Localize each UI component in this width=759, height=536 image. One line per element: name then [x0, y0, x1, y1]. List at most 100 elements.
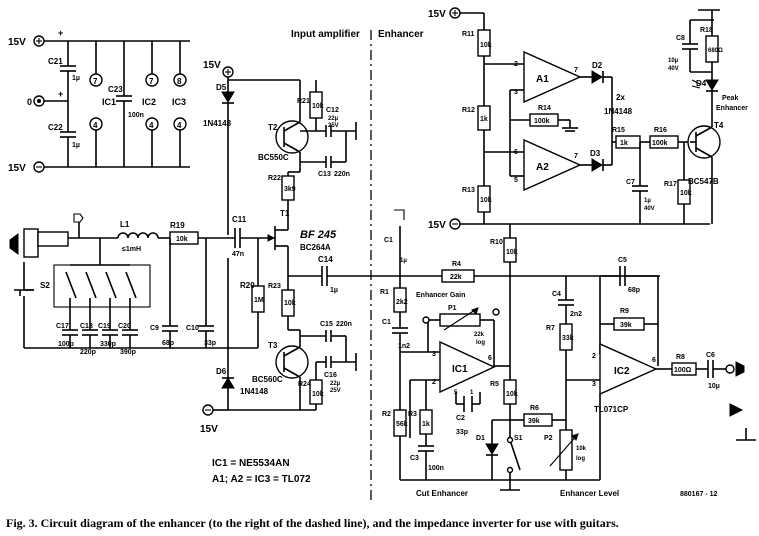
svg-text:BC547B: BC547B [688, 177, 719, 186]
supply-pos-label: 15V [8, 37, 26, 48]
svg-text:1µ: 1µ [400, 258, 407, 264]
svg-text:1N4148: 1N4148 [604, 107, 633, 116]
svg-text:R6: R6 [530, 405, 539, 412]
svg-text:25V: 25V [330, 388, 341, 394]
svg-text:T3: T3 [268, 341, 278, 350]
svg-text:C14: C14 [318, 255, 333, 264]
svg-text:33p: 33p [204, 340, 216, 347]
svg-text:15V: 15V [428, 9, 446, 20]
svg-text:15V: 15V [203, 60, 221, 71]
svg-text:C13: C13 [318, 171, 331, 178]
title-enhancer: Enhancer [378, 29, 424, 40]
svg-text:log: log [476, 340, 485, 346]
figure-number: Fig. 3. [6, 516, 38, 530]
svg-text:68p: 68p [162, 340, 174, 347]
svg-text:R22: R22 [268, 175, 281, 182]
svg-text:390p: 390p [120, 349, 136, 356]
svg-text:1: 1 [470, 390, 474, 396]
svg-text:1M: 1M [254, 297, 264, 304]
svg-text:R9: R9 [620, 308, 629, 315]
svg-text:100k: 100k [652, 140, 668, 147]
power-supply-block: 15V 15V 0 C21 1µ C22 1µ + + 7 IC1 4 C23 … [8, 28, 190, 174]
svg-text:100n: 100n [428, 465, 444, 472]
svg-text:2x: 2x [616, 93, 625, 102]
svg-text:6: 6 [488, 355, 492, 362]
enhancer-top: 15V R11 10k R12 1k R13 10k 15V A1 2 3 7 … [428, 7, 748, 231]
svg-text:R12: R12 [462, 107, 475, 114]
s1-switch[interactable] [509, 439, 521, 471]
svg-text:D3: D3 [590, 149, 601, 158]
svg-text:C20: C20 [118, 323, 131, 330]
svg-text:S2: S2 [40, 281, 50, 290]
svg-text:39k: 39k [620, 322, 632, 329]
svg-text:C6: C6 [706, 352, 715, 359]
c21-value: 1µ [72, 75, 80, 82]
svg-text:10µ: 10µ [708, 383, 720, 390]
svg-text:D1: D1 [476, 435, 485, 442]
svg-text:22k: 22k [474, 332, 485, 338]
svg-text:220n: 220n [336, 321, 352, 328]
svg-text:22µ: 22µ [330, 381, 341, 387]
figure-caption: Fig. 3. Circuit diagram of the enhancer … [6, 516, 756, 531]
svg-text:R21: R21 [297, 98, 310, 105]
svg-text:IC1: IC1 [452, 364, 468, 375]
svg-text:C17: C17 [56, 323, 69, 330]
a1-opamp [523, 50, 582, 104]
svg-text:C1: C1 [382, 319, 391, 326]
svg-text:10k: 10k [176, 236, 188, 243]
svg-text:10k: 10k [576, 446, 587, 452]
svg-text:10k: 10k [680, 190, 692, 197]
svg-text:40V: 40V [644, 206, 655, 212]
svg-text:R14: R14 [538, 105, 551, 112]
svg-text:R2: R2 [382, 411, 391, 418]
svg-text:40V: 40V [668, 66, 679, 72]
output-jack-icon [735, 361, 745, 377]
svg-text:R1: R1 [380, 289, 389, 296]
svg-text:C18: C18 [80, 323, 93, 330]
svg-text:R13: R13 [462, 187, 475, 194]
svg-text:S1: S1 [514, 435, 523, 442]
cut-enhancer-label: Cut Enhancer [416, 489, 468, 498]
svg-text:15V: 15V [200, 424, 218, 435]
c21-label: C21 [48, 57, 63, 66]
svg-text:1n2: 1n2 [398, 343, 410, 350]
svg-text:7: 7 [93, 77, 98, 86]
svg-text:Peak: Peak [722, 95, 738, 102]
svg-text:8: 8 [177, 77, 182, 86]
svg-text:56k: 56k [396, 421, 408, 428]
note-ic1: IC1 = NE5534AN [212, 458, 290, 469]
svg-text:1k: 1k [480, 116, 488, 123]
svg-text:15V: 15V [428, 220, 446, 231]
svg-text:4: 4 [93, 121, 98, 130]
svg-text:3: 3 [592, 381, 596, 388]
input-jack-icon [9, 233, 19, 255]
svg-text:C12: C12 [326, 107, 339, 114]
svg-text:39k: 39k [528, 418, 540, 425]
svg-text:C4: C4 [552, 291, 561, 298]
svg-text:IC2: IC2 [614, 366, 630, 377]
title-input-amplifier: Input amplifier [291, 29, 360, 40]
svg-text:7: 7 [574, 153, 578, 160]
c22-value: 1µ [72, 142, 80, 149]
svg-text:R4: R4 [452, 261, 461, 268]
svg-text:100p: 100p [58, 341, 74, 348]
svg-text:R15: R15 [612, 127, 625, 134]
d4-led-icon [705, 79, 719, 91]
supply-neg-label: 15V [8, 163, 26, 174]
svg-text:10k: 10k [480, 42, 492, 49]
svg-text:1k: 1k [422, 421, 430, 428]
svg-text:A1: A1 [536, 74, 549, 85]
figure-caption-text: Circuit diagram of the enhancer (to the … [40, 516, 619, 530]
svg-text:6: 6 [652, 357, 656, 364]
svg-text:22k: 22k [450, 274, 462, 281]
svg-text:≤1mH: ≤1mH [122, 246, 141, 253]
svg-text:C16: C16 [324, 372, 337, 379]
svg-text:4: 4 [149, 121, 154, 130]
svg-text:P2: P2 [544, 435, 553, 442]
svg-text:R11: R11 [462, 31, 475, 38]
svg-text:25V: 25V [328, 123, 339, 129]
a2-opamp [523, 138, 582, 192]
p2-potentiometer [559, 429, 573, 471]
svg-text:C3: C3 [410, 455, 419, 462]
svg-text:10k: 10k [284, 300, 296, 307]
